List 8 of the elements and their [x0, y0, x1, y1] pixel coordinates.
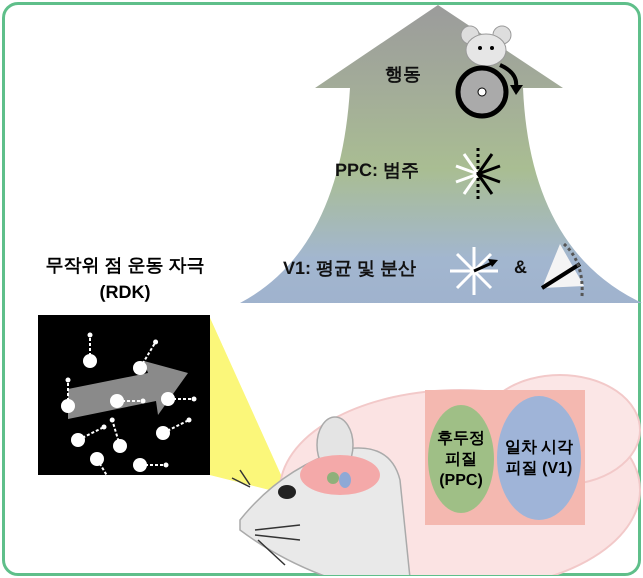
stimulus-title: 무작위 점 운동 자극 (RDK)	[44, 254, 206, 304]
area-label: 후두정 피질 (PPC)	[436, 428, 486, 490]
ampersand-label: &	[514, 257, 527, 278]
area-label: 일차 시각피질 (V1)	[504, 438, 574, 479]
level-label: V1: 평균 및 분산	[283, 257, 416, 280]
level-label: PPC: 범주	[335, 159, 420, 182]
level-label: 행동	[385, 63, 421, 86]
cortex-region	[425, 390, 585, 525]
